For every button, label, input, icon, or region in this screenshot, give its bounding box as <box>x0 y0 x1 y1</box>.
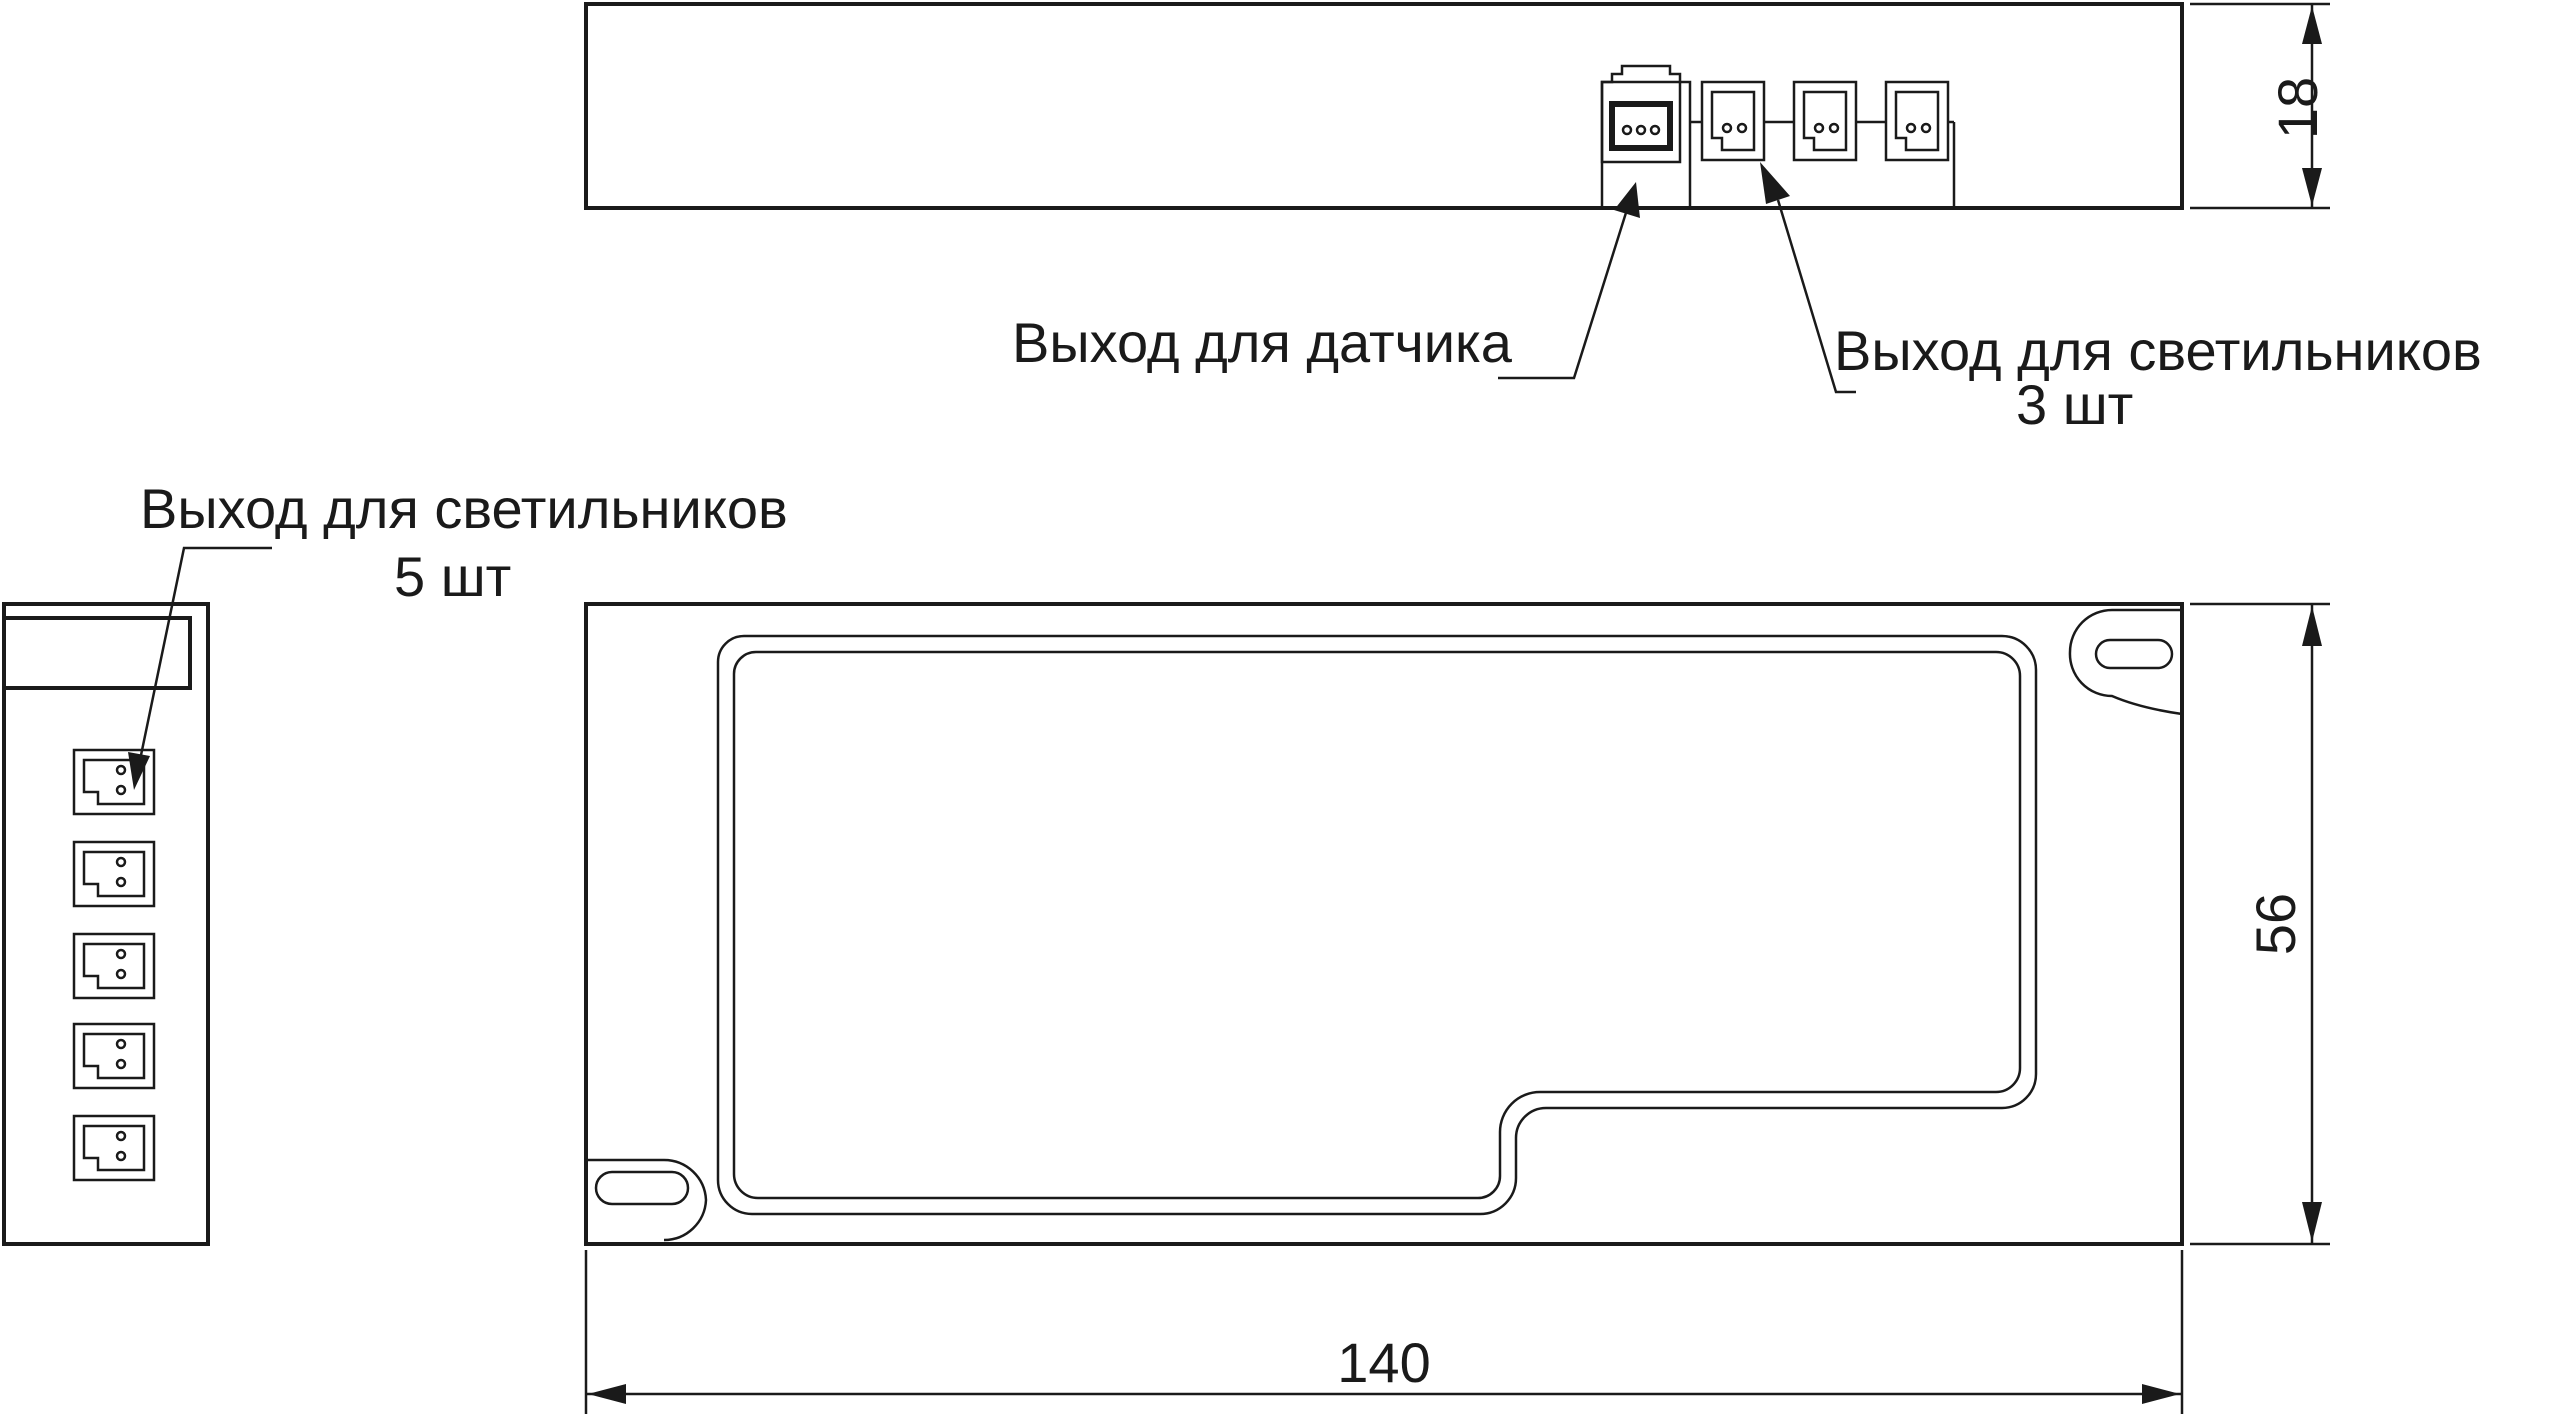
dimension-140-label: 140 <box>1337 1331 1430 1394</box>
front-view: 56 140 <box>584 602 2330 1414</box>
dimension-56-label: 56 <box>2244 893 2307 955</box>
luminaire-connectors-side <box>72 748 156 1182</box>
dimension-18-label: 18 <box>2266 77 2329 139</box>
label-panel-inner <box>732 650 2022 1200</box>
side-view-label-area <box>2 616 192 690</box>
top-view: Выход для датчика Выход для светильников… <box>584 2 2482 436</box>
luminaire-connector-side-5 <box>72 1114 156 1182</box>
luminaire-count-label-top: 3 шт <box>2016 373 2133 436</box>
luminaire-output-label-top: Выход для светильников <box>1834 319 2482 382</box>
dimension-140 <box>584 1250 2184 1414</box>
luminaire-connector-side-3 <box>72 932 156 1000</box>
label-panel-outer <box>716 634 2038 1216</box>
dimension-18 <box>2190 2 2330 210</box>
luminaire-connector-top-2 <box>1792 80 1858 162</box>
side-view-body <box>2 602 210 1246</box>
mounting-slot-bottom-left <box>586 1158 708 1242</box>
luminaire-connector-top-1 <box>1700 80 1766 162</box>
luminaire-leader-side <box>128 546 272 790</box>
luminaire-connector-side-2 <box>72 840 156 908</box>
luminaire-output-label-left: Выход для светильников <box>140 477 788 540</box>
luminaire-leader-top <box>1760 162 1856 394</box>
sensor-connector <box>1600 64 1692 208</box>
sensor-leader <box>1498 182 1640 380</box>
luminaire-connectors-top <box>1690 80 1956 208</box>
sensor-output-label: Выход для датчика <box>1012 311 1513 374</box>
top-view-body <box>584 2 2184 210</box>
front-view-body <box>584 602 2184 1246</box>
side-view: Выход для светильников 5 шт <box>2 477 788 1246</box>
luminaire-connector-side-4 <box>72 1022 156 1090</box>
mounting-slot-top-right <box>2068 608 2183 716</box>
luminaire-count-label-left: 5 шт <box>394 545 511 608</box>
luminaire-connector-top-3 <box>1884 80 1950 162</box>
dimension-56 <box>2190 602 2330 1246</box>
